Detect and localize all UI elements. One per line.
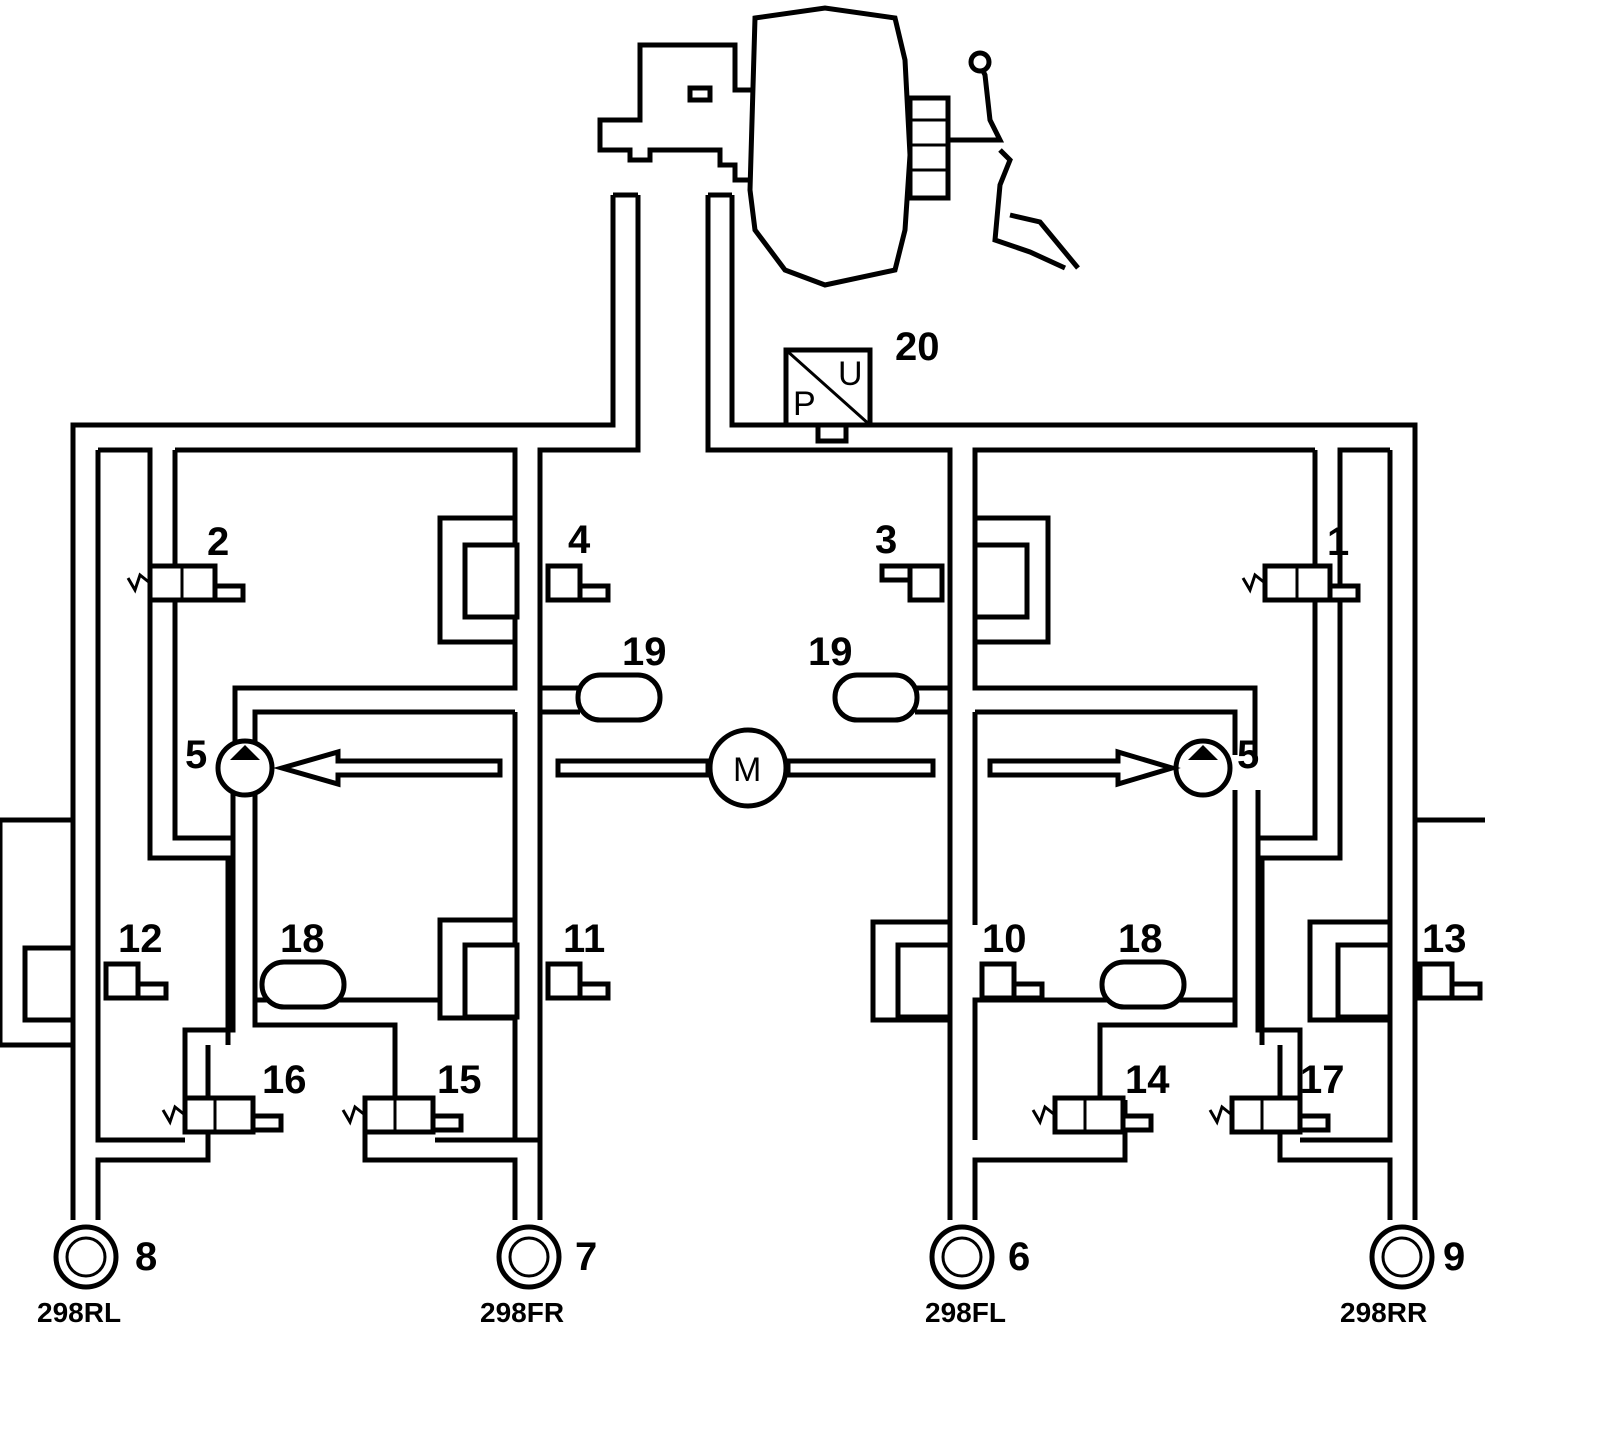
valve-12: [103, 961, 169, 1001]
pressure-sensor: P U 20: [783, 325, 940, 444]
pump-right-number: 5: [1237, 733, 1259, 777]
valve-11: [545, 961, 611, 1001]
valve-4-number: 4: [568, 518, 591, 562]
pump-left: [215, 738, 275, 798]
valve-14: [1031, 1095, 1154, 1135]
sensor-symbol-u: U: [838, 355, 863, 393]
damper-right-number: 19: [808, 630, 853, 674]
wheel-fr-number: 7: [575, 1235, 597, 1279]
valve-block-left-upper: [437, 515, 520, 645]
valve-block-right-outer: [1307, 919, 1393, 1023]
wheel-brake-rl: [53, 1224, 119, 1290]
accumulator-left-number: 18: [280, 917, 325, 961]
valve-13-number: 13: [1422, 917, 1467, 961]
pump-right: [1173, 738, 1233, 798]
damper-chamber-left: [575, 672, 663, 723]
wheel-rr-number: 9: [1443, 1235, 1465, 1279]
valve-1: [1241, 563, 1361, 603]
valve-1-number: 1: [1327, 520, 1349, 564]
valve-3: [879, 563, 945, 603]
damper-left-number: 19: [622, 630, 667, 674]
wheel-rl-label: 298RL: [37, 1297, 121, 1328]
valve-16: [161, 1095, 284, 1135]
valve-12-number: 12: [118, 917, 163, 961]
wheel-fl-label: 298FL: [925, 1297, 1006, 1328]
valve-16-number: 16: [262, 1058, 307, 1102]
accumulator-left: [259, 959, 347, 1010]
wheel-brake-fl: [929, 1224, 995, 1290]
brake-booster: [747, 5, 951, 288]
sensor-number: 20: [895, 325, 940, 369]
accumulator-right: [1099, 959, 1187, 1010]
valve-15: [341, 1095, 464, 1135]
valve-14-number: 14: [1125, 1058, 1170, 1102]
valve-15-number: 15: [437, 1058, 482, 1102]
valve-10: [979, 961, 1045, 1001]
valve-block-right-upper: [972, 515, 1051, 645]
valve-3-number: 3: [875, 518, 897, 562]
valve-2: [126, 563, 246, 603]
pump-drive-arrows: [272, 748, 1181, 788]
motor-symbol: M: [733, 751, 761, 789]
wheel-fl-number: 6: [1008, 1235, 1030, 1279]
brake-pedal: [948, 50, 1080, 271]
valve-block-right-inner: [870, 919, 953, 1023]
sensor-symbol-p: P: [793, 385, 816, 423]
valve-10-number: 10: [982, 917, 1027, 961]
wheel-fr-label: 298FR: [480, 1297, 564, 1328]
valve-13: [1417, 961, 1483, 1001]
hydraulic-lines: [0, 192, 1485, 1220]
pump-left-number: 5: [185, 733, 207, 777]
wheel-rr-label: 298RR: [1340, 1297, 1427, 1328]
damper-chamber-right: [832, 672, 920, 723]
valve-17: [1208, 1095, 1331, 1135]
valve-block-left-inner: [437, 917, 520, 1021]
pump-motor: [707, 727, 789, 809]
valve-block-left-outer: [22, 945, 76, 1023]
wheel-brake-fr: [496, 1224, 562, 1290]
master-cylinder: [597, 42, 763, 183]
accumulator-right-number: 18: [1118, 917, 1163, 961]
valve-11-number: 11: [563, 917, 605, 961]
valve-17-number: 17: [1300, 1058, 1345, 1102]
valve-2-number: 2: [207, 520, 229, 564]
wheel-brake-rr: [1369, 1224, 1435, 1290]
valve-4: [545, 563, 611, 603]
wheel-rl-number: 8: [135, 1235, 157, 1279]
